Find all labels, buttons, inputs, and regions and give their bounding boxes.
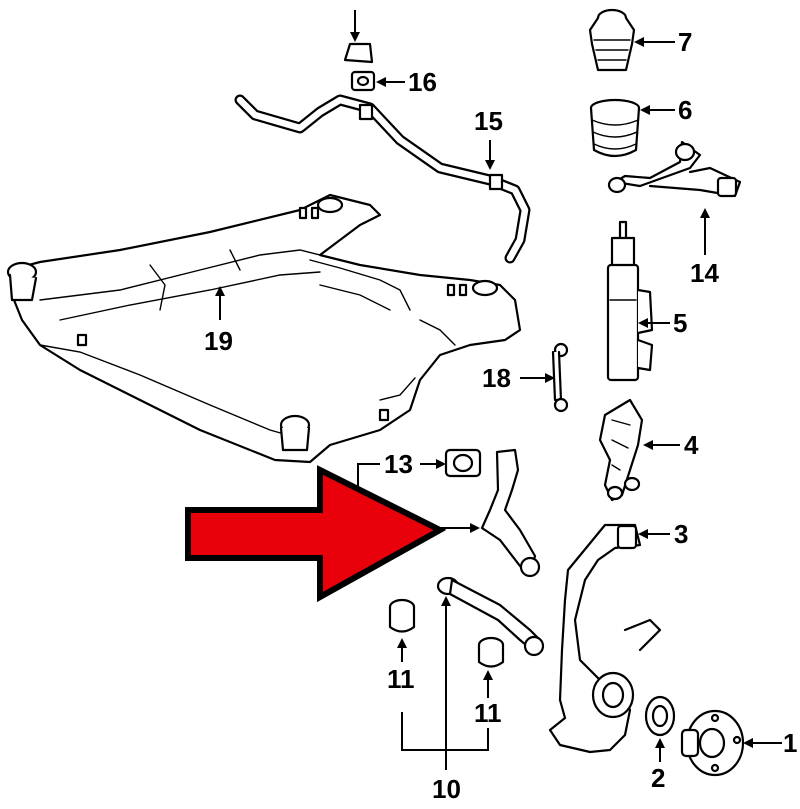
callout-1: 1: [783, 728, 797, 758]
callout-3: 3: [674, 519, 688, 549]
coil-spring-part: [589, 98, 641, 158]
callout-11-left: 11: [387, 664, 415, 694]
stabilizer-bushing-part: [343, 42, 376, 92]
callout-6: 6: [678, 95, 692, 125]
callout-16: 16: [408, 67, 437, 97]
arm-bushing-part: [444, 448, 482, 478]
subframe-part: [6, 193, 522, 464]
stabilizer-link-part: [551, 342, 569, 413]
strut-fork-part: [598, 398, 644, 502]
highlight-arrow: [185, 465, 447, 603]
lower-link-part: [436, 576, 545, 657]
callout-labels: 1 2 3 4 5 6 7 10 11 11 13 14 15 16 18 19: [204, 27, 797, 804]
callout-19: 19: [204, 326, 233, 356]
callout-2: 2: [651, 763, 665, 793]
steering-knuckle-part: [548, 523, 662, 754]
bump-stop-part: [588, 8, 636, 72]
stabilizer-bar-part: [234, 94, 531, 264]
callout-7: 7: [678, 27, 692, 57]
upper-control-arm-part: [607, 140, 742, 198]
lower-control-arm-part: [480, 448, 541, 578]
wheel-hub-part: [680, 709, 745, 777]
link-bushing-part: [388, 598, 505, 668]
callout-13: 13: [384, 449, 413, 479]
callout-15: 15: [474, 106, 503, 136]
callout-4: 4: [684, 430, 699, 460]
callout-5: 5: [673, 308, 687, 338]
wheel-bearing-part: [644, 695, 676, 737]
strut-part: [606, 220, 654, 382]
callout-18: 18: [482, 363, 511, 393]
callout-14: 14: [690, 258, 719, 288]
callout-11-right: 11: [474, 698, 502, 728]
callout-10: 10: [432, 774, 461, 804]
